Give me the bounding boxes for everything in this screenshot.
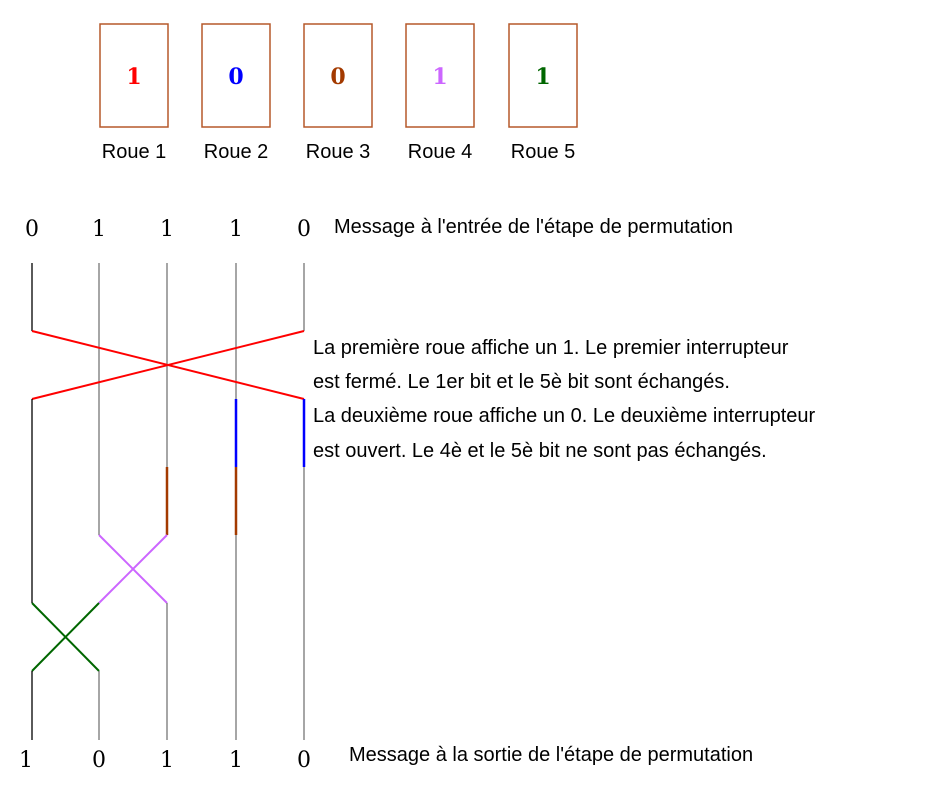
swap-line: [98, 534, 168, 604]
input-bit: 0: [297, 217, 311, 242]
output-bit: 1: [160, 748, 174, 773]
wheel-label: Roue 4: [408, 141, 473, 163]
output-label: Message à la sortie de l'étape de permut…: [349, 744, 753, 766]
explanation-line-4: est ouvert. Le 4è et le 5è bit ne sont p…: [313, 440, 767, 462]
input-bit: 1: [229, 217, 243, 242]
explanation-line-1: La première roue affiche un 1. Le premie…: [313, 337, 789, 359]
wheel-label: Roue 5: [511, 141, 576, 163]
wheel-box: [508, 23, 578, 128]
output-bit: 0: [92, 748, 106, 773]
wheel-label: Roue 1: [102, 141, 167, 163]
input-bit: 1: [160, 217, 174, 242]
swap-line: [31, 602, 100, 672]
wheel-value: 0: [330, 64, 345, 90]
wheel-value: 1: [535, 64, 550, 90]
swap-line: [31, 330, 305, 400]
input-bit: 1: [92, 217, 106, 242]
wheel-box: [99, 23, 169, 128]
wheel-box: [201, 23, 271, 128]
input-bit: 0: [25, 217, 39, 242]
wheel-value: 0: [228, 64, 243, 90]
output-bit: 1: [229, 748, 243, 773]
wheel-box: [405, 23, 475, 128]
wheel-value: 1: [126, 64, 141, 90]
wheel-value: 1: [432, 64, 447, 90]
wheel-label: Roue 2: [204, 141, 269, 163]
output-bit: 1: [19, 748, 33, 773]
output-bit: 0: [297, 748, 311, 773]
explanation-line-3: La deuxième roue affiche un 0. Le deuxiè…: [313, 405, 816, 427]
input-label: Message à l'entrée de l'étape de permuta…: [334, 216, 733, 238]
explanation-line-2: est fermé. Le 1er bit et le 5è bit sont …: [313, 371, 730, 393]
wheel-box: [303, 23, 373, 128]
wheel-label: Roue 3: [306, 141, 371, 163]
